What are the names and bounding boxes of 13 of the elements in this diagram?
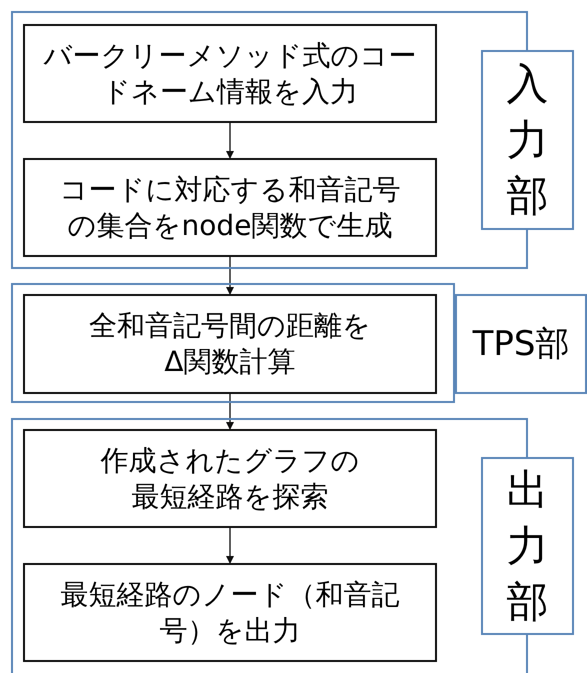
arrow xyxy=(226,528,234,564)
group-frame xyxy=(11,283,455,403)
arrow xyxy=(226,394,234,430)
arrow xyxy=(226,257,234,295)
arrow xyxy=(226,123,234,159)
process-box: 最短経路のノード（和音記号）を出力 xyxy=(23,563,437,662)
section-label: TPS部 xyxy=(455,294,587,394)
process-box: 作成されたグラフの最短経路を探索 xyxy=(23,429,437,528)
section-label: 入力部 xyxy=(481,50,574,230)
process-box: コードに対応する和音記号の集合をnode関数で生成 xyxy=(23,158,437,257)
section-label: 出力部 xyxy=(481,457,574,635)
process-box: 全和音記号間の距離をΔ関数計算 xyxy=(23,294,437,394)
process-box: バークリーメソッド式のコードネーム情報を入力 xyxy=(23,24,437,123)
